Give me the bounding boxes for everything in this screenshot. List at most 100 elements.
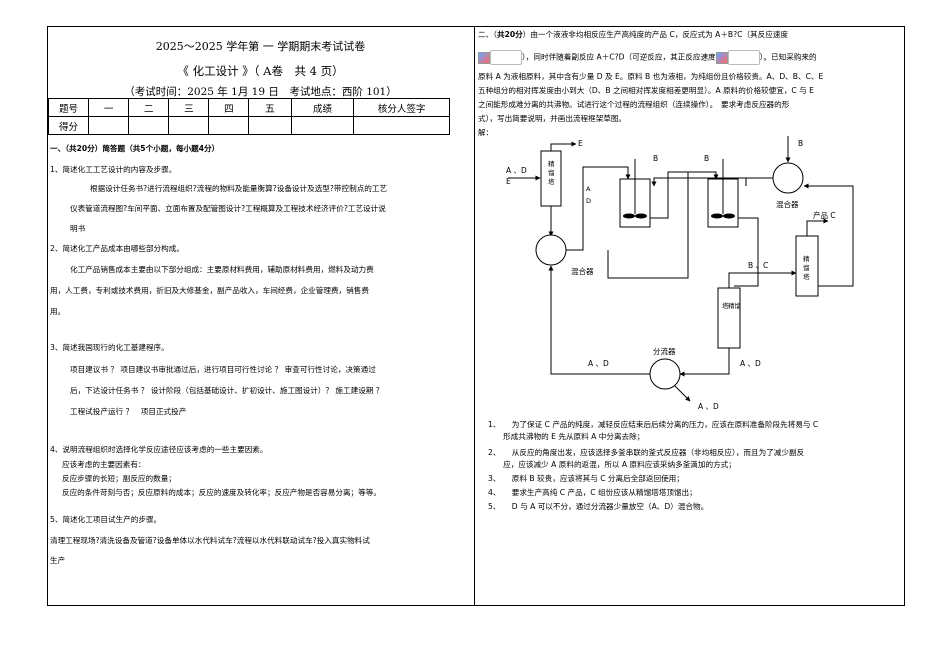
score-cell[interactable]: [168, 116, 210, 135]
stream-b-c: [728, 270, 797, 288]
score-table: 题号 一 二 三 四 五 成绩 核分人签字 得分: [48, 98, 450, 135]
blade: [635, 213, 647, 219]
score-cell[interactable]: [128, 116, 170, 135]
section2-line: 原料 A 为液相原料，其中含有少量 D 及 E。原料 B 也为液相，为纯组份且价…: [478, 72, 824, 81]
answer-2-line: 化工产品销售成本主要由以下部分组成：主要原材料费用，辅助原材料费用，燃料及动力费: [70, 265, 374, 274]
tower-2-label: 馏: [803, 263, 810, 272]
answer-2-line: 用，人工费，专利或技术费用，折旧及大修基金，副产品收入，车间经费，企业管理费，销…: [50, 286, 369, 295]
question-4: 4、说明流程组织时选择化学反应途径应该考虑的一些主要因素。: [50, 445, 268, 454]
note-4: 4、 要求生产高纯 C 产品，C 组份应该从精馏塔塔顶馏出；: [488, 488, 697, 497]
answer-5-line: 清理工程现场?清洗设备及管道?设备单体以水代料试车?流程以水代料联动试车?投入真…: [50, 536, 370, 545]
score-cell[interactable]: [353, 116, 450, 135]
broken-image-icon: [715, 51, 728, 64]
answer-1-line: 仪表管道流程图?车间平面、立面布置及配管图设计?工程概算及工程技术经济评价?工艺…: [70, 204, 386, 213]
tower-3: [717, 287, 741, 349]
answer-1-line: 根据设计任务书?进行流程组织?流程的物料及能量衡算?设备设计及选型?带控制点的工…: [90, 184, 388, 193]
broken-image-icon: [478, 51, 490, 64]
question-1: 1、简述化工工艺设计的内容及步骤。: [50, 165, 177, 174]
score-cell: 得分: [48, 116, 90, 135]
tower-1-label-1: 精: [548, 159, 555, 168]
section2-text: ），同时伴随着副反应 A＋C?D（可逆反应，其正反应速度: [522, 52, 716, 62]
question-2: 2、简述化工产品成本由哪些部分构成。: [50, 244, 184, 253]
exam-info: （考试时间：2025 年 1月 19 日 考试地点：西阶 101）: [124, 86, 397, 98]
flow-diagram: E A 、D E 精 馏 塔 A D 混合器 B B B 混合器 产品 C B …: [506, 136, 854, 411]
stream-purge: [674, 385, 691, 402]
stream-r2-out: [734, 217, 759, 287]
formula-placeholder: [727, 50, 760, 65]
stream-recycle-a-d: [548, 265, 650, 375]
left-column: 2025～2025 学年第 一 学期期末考试试卷 《 化工设计 》（ A卷 共 …: [48, 26, 473, 604]
question-3: 3、简述我国现行的化工基建程序。: [50, 343, 169, 352]
score-header-row: 题号 一 二 三 四 五 成绩 核分人签字: [48, 98, 450, 117]
right-column: 二、（共20分）由一个液液非均相反应生产高纯度的产品 C，反应式为 A＋B?C（…: [478, 26, 903, 604]
stream-r1-r2: [650, 171, 719, 219]
section2-line: 之间能形成难分离的共沸物。试进行这个过程的流程组织（连续操作）。 要求考虑反应器…: [478, 100, 790, 109]
answer-4-line: 反应的条件苛刻与否；反应原料的成本；反应的速度及转化率；反应产物是否容易分离；等…: [62, 488, 381, 497]
stream-to-reactor-1: [566, 166, 631, 251]
answer-3-line: 项目建议书 ？ 项目建议书审批通过后，进行项目可行性讨论 ？ 审查可行性讨论，决…: [70, 365, 376, 374]
mixer-2: [772, 162, 804, 194]
section2-heading-prefix: 二、（: [478, 30, 497, 39]
label-splitter: 分流器: [653, 346, 676, 356]
note-2-line: 2、 从反应的角度出发，应该选择多釜串联的釜式反应器（非均相反应），而且为了减少…: [488, 448, 805, 457]
blade: [711, 213, 723, 219]
note-2-line: 应，应该减少 A 原料的返混，所以 A 原料应该采纳多釜滴加的方式；: [488, 460, 736, 469]
score-cell: 核分人签字: [353, 98, 450, 117]
score-cell: 三: [168, 98, 210, 117]
answer-4-line: 反应步骤的长短；副反应的数量；: [62, 474, 176, 483]
stream-b-r1: [651, 177, 773, 187]
score-cell[interactable]: [290, 116, 355, 135]
stream-b-recycle: [803, 183, 854, 287]
course-title: 《 化工设计 》（ A卷 共 4 页）: [177, 64, 344, 78]
answer-5-line: 生产: [50, 556, 66, 565]
label-mixer-2: 混合器: [776, 199, 799, 209]
label-a-side: A: [586, 185, 591, 193]
answer-3-line: 工程试投产运行 ？ 项目正式投产: [70, 407, 187, 416]
score-cell[interactable]: [208, 116, 250, 135]
formula-placeholder: [490, 50, 522, 65]
score-value-row: 得分: [48, 116, 450, 135]
column-divider: [474, 26, 475, 606]
tower-3-label-b: 精馏: [728, 301, 742, 310]
label-b-in: B: [798, 139, 803, 148]
solution-label: 解：: [478, 128, 494, 137]
section2-text: ）。已知采购来的: [759, 52, 817, 62]
score-cell: 成绩: [290, 98, 355, 117]
score-cell: 题号: [48, 98, 90, 117]
score-cell: 二: [128, 98, 170, 117]
label-b-top-2: B: [653, 154, 658, 163]
score-cell[interactable]: [248, 116, 292, 135]
splitter: [649, 358, 681, 390]
tower-2-label: 塔: [803, 272, 810, 281]
note-5: 5、 D 与 A 可以不分，通过分流器少量放空（A、D）混合物。: [488, 502, 709, 511]
score-cell: 五: [248, 98, 292, 117]
note-1-line: 1、 为了保证 C 产品的纯度，减轻反应结束后后续分离的压力，应该在原料准备阶段…: [488, 420, 819, 429]
label-ad-left: A 、D: [588, 359, 609, 368]
question-5: 5、简述化工项目试生产的步骤。: [50, 515, 162, 524]
tower-1-label-3: 塔: [548, 177, 555, 186]
label-b-c: B 、C: [748, 261, 768, 270]
section2-line: 二、（共20分）由一个液液非均相反应生产高纯度的产品 C，反应式为 A＋B?C（…: [478, 29, 788, 40]
label-ad-in: A 、D: [506, 166, 527, 175]
stream-a-split: [607, 172, 689, 279]
section2-heading-text: ）由一个液液非均相反应生产高纯度的产品 C，反应式为 A＋B?C（其反应速度: [522, 30, 789, 39]
mixer-1: [535, 234, 567, 266]
score-cell[interactable]: [88, 116, 130, 135]
answer-1-line: 明书: [70, 224, 86, 233]
blade: [623, 213, 635, 219]
score-cell: 一: [88, 98, 130, 117]
tower-3-label-a: 塔: [722, 301, 729, 310]
label-mixer-1: 混合器: [571, 266, 594, 276]
section2-line: ），同时伴随着副反应 A＋C?D（可逆反应，其正反应速度 ）。已知采购来的: [478, 50, 817, 65]
answer-4-line: 应该考虑的主要因素有：: [62, 460, 146, 469]
score-cell: 四: [208, 98, 250, 117]
exam-title: 2025～2025 学年第 一 学期期末考试试卷: [155, 40, 366, 53]
section2-line: 五种组分的相对挥发度由小到大（D、B 之间相对挥发度相差更明显）。A 原料的价格…: [478, 86, 814, 95]
note-1-line: 形成共沸物的 E 先从原料 A 中分离去除；: [488, 432, 645, 441]
label-ad-out: A 、D: [698, 402, 719, 411]
section1-heading: 一、（共20分）简答题（共5个小题，每小题4分）: [50, 144, 220, 153]
section2-points: 共20分: [496, 30, 523, 39]
tower-1-label-2: 馏: [548, 168, 555, 177]
label-d-side: D: [586, 197, 591, 205]
note-3: 3、 原料 B 较贵，应该将其与 C 分离后全部返回使用；: [488, 474, 684, 483]
